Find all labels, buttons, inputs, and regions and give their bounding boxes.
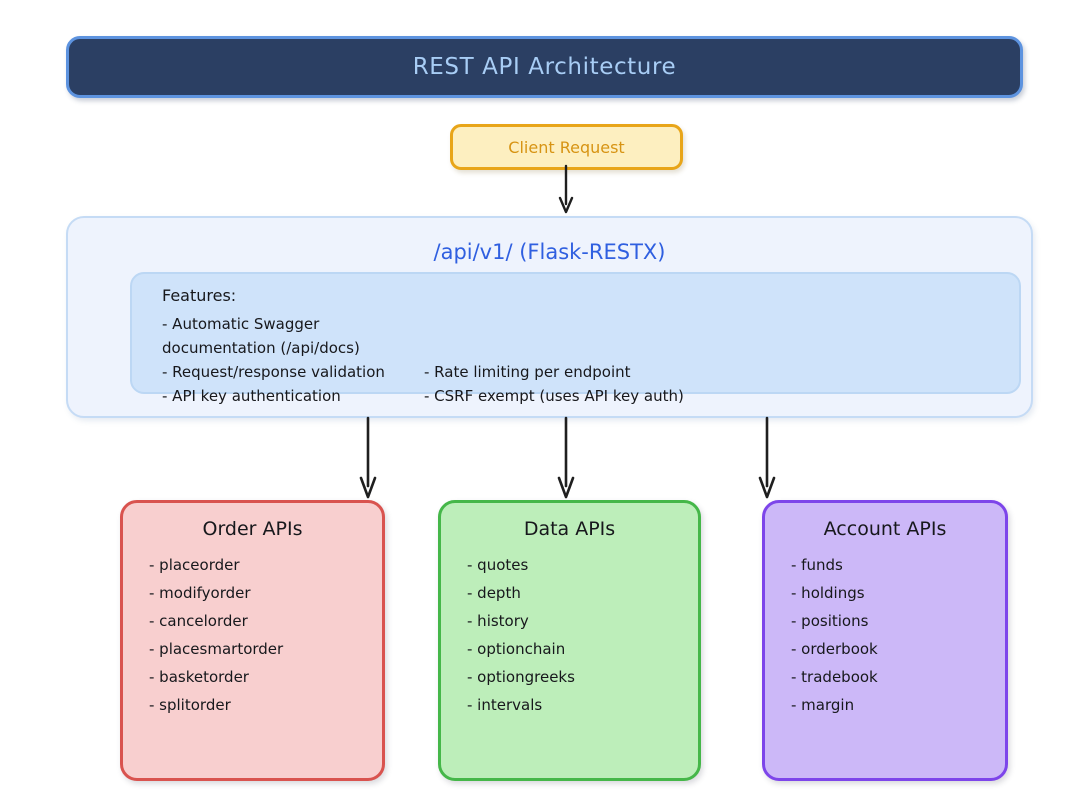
list-item[interactable]: - margin (791, 696, 855, 714)
list-item[interactable]: - placesmartorder (149, 640, 284, 658)
list-item[interactable]: - quotes (467, 556, 529, 574)
api-container-title: /api/v1/ (Flask-RESTX) (433, 240, 666, 264)
list-item[interactable]: - modifyorder (149, 584, 251, 602)
features-panel: Features: - Automatic Swagger documentat… (130, 272, 1021, 405)
list-item[interactable]: - splitorder (149, 696, 231, 714)
feature-row: - API key authentication - CSRF exempt (… (162, 384, 1019, 408)
feature-row: - Automatic Swagger documentation (/api/… (162, 312, 1019, 360)
arrow-client-to-api (558, 164, 574, 214)
group-account-apis[interactable]: Account APIs - funds - holdings - positi… (762, 500, 1008, 781)
list-item[interactable]: - optiongreeks (467, 668, 575, 686)
group-data-apis-title: Data APIs (523, 518, 616, 540)
list-item[interactable]: - history (467, 612, 529, 630)
arrow-api-to-account (758, 416, 776, 499)
group-account-apis-list: - funds - holdings - positions - orderbo… (765, 551, 1005, 719)
feature-text-right: - Rate limiting per endpoint (424, 363, 631, 381)
group-order-apis-list: - placeorder - modifyorder - cancelorder… (123, 551, 382, 719)
list-item[interactable]: - intervals (467, 696, 543, 714)
list-item[interactable]: - holdings (791, 584, 865, 602)
feature-text-left: - API key authentication (162, 387, 341, 405)
features-heading: Features: (162, 286, 237, 305)
group-data-apis[interactable]: Data APIs - quotes - depth - history - o… (438, 500, 701, 781)
page-title: REST API Architecture (412, 54, 677, 80)
group-data-apis-list: - quotes - depth - history - optionchain… (441, 551, 698, 719)
feature-text-left: - Request/response validation (162, 363, 385, 381)
node-client-request[interactable]: Client Request (450, 124, 683, 170)
feature-row: - Request/response validation - Rate lim… (162, 360, 1019, 384)
node-client-request-label: Client Request (508, 137, 625, 157)
arrow-api-to-order (359, 416, 377, 499)
feature-text-left: - Automatic Swagger documentation (/api/… (162, 315, 360, 357)
list-item[interactable]: - cancelorder (149, 612, 248, 630)
list-item[interactable]: - orderbook (791, 640, 878, 658)
group-order-apis[interactable]: Order APIs - placeorder - modifyorder - … (120, 500, 385, 781)
list-item[interactable]: - placeorder (149, 556, 240, 574)
group-account-apis-title: Account APIs (823, 518, 947, 540)
list-item[interactable]: - optionchain (467, 640, 566, 658)
feature-text-right: - CSRF exempt (uses API key auth) (424, 387, 684, 405)
list-item[interactable]: - basketorder (149, 668, 249, 686)
list-item[interactable]: - tradebook (791, 668, 878, 686)
diagram-title-bar: REST API Architecture (66, 36, 1023, 98)
group-order-apis-title: Order APIs (202, 518, 303, 540)
api-version-container: /api/v1/ (Flask-RESTX) Features: - Autom… (66, 216, 1033, 418)
list-item[interactable]: - funds (791, 556, 843, 574)
arrow-api-to-data (557, 416, 575, 499)
list-item[interactable]: - depth (467, 584, 521, 602)
list-item[interactable]: - positions (791, 612, 869, 630)
